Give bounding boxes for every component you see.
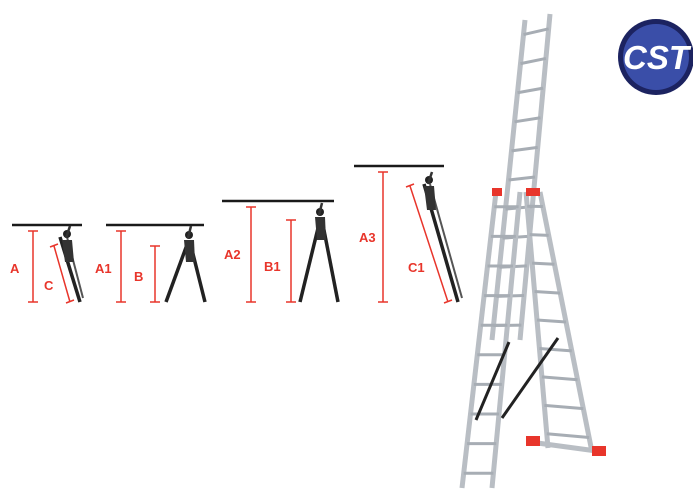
hinge-cap <box>526 188 540 196</box>
ladder-rung <box>539 346 572 353</box>
hinge-cap <box>492 188 502 196</box>
ladder-rung <box>523 27 549 37</box>
dimension-b <box>150 245 160 303</box>
dimension-a <box>28 230 38 303</box>
dimension-c1 <box>405 183 453 304</box>
ladder-rung <box>520 56 547 66</box>
panel-4: A3 C1 <box>354 164 463 304</box>
worker-figure <box>424 171 436 210</box>
dimension-a2 <box>246 206 256 303</box>
ladder-rung <box>536 318 567 324</box>
ladder-rung <box>511 145 538 153</box>
ladder-rung <box>517 86 544 95</box>
dimension-a1 <box>116 230 126 303</box>
ladder-rung <box>532 261 555 266</box>
ladder-rung <box>514 116 541 124</box>
label-c1: C1 <box>408 260 425 275</box>
label-a2: A2 <box>224 247 241 262</box>
worker-figure <box>184 225 195 262</box>
ladder-rear-section <box>523 191 595 453</box>
spreader-strap <box>500 337 560 419</box>
spreader-strap <box>474 341 511 421</box>
dimension-b1 <box>286 219 296 303</box>
dimension-c <box>49 243 75 304</box>
ladder-rung <box>546 432 590 440</box>
ladder-rung <box>541 375 578 382</box>
stabiliser-bar <box>526 436 606 456</box>
ladder-rung <box>534 290 561 295</box>
dimension-a3 <box>378 171 388 303</box>
ladder-front-section <box>459 191 523 489</box>
label-a1: A1 <box>95 261 112 276</box>
ladder-rung <box>544 403 584 411</box>
combination-ladder <box>459 13 606 489</box>
label-a3: A3 <box>359 230 376 245</box>
logo-disc <box>623 24 689 90</box>
worker-figure <box>315 202 326 240</box>
label-b: B <box>134 269 143 284</box>
panel-1: A C <box>10 223 84 304</box>
panel-3: A2 B1 <box>222 199 340 303</box>
worker-figure <box>62 225 74 262</box>
label-b1: B1 <box>264 259 281 274</box>
label-a: A <box>10 261 20 276</box>
ladder-rung <box>508 175 536 182</box>
panel-2: A1 B <box>95 223 207 303</box>
cst-logo: CST <box>618 19 693 95</box>
label-c: C <box>44 278 54 293</box>
ladder-rung <box>529 233 549 237</box>
logo-text: CST <box>623 39 692 76</box>
